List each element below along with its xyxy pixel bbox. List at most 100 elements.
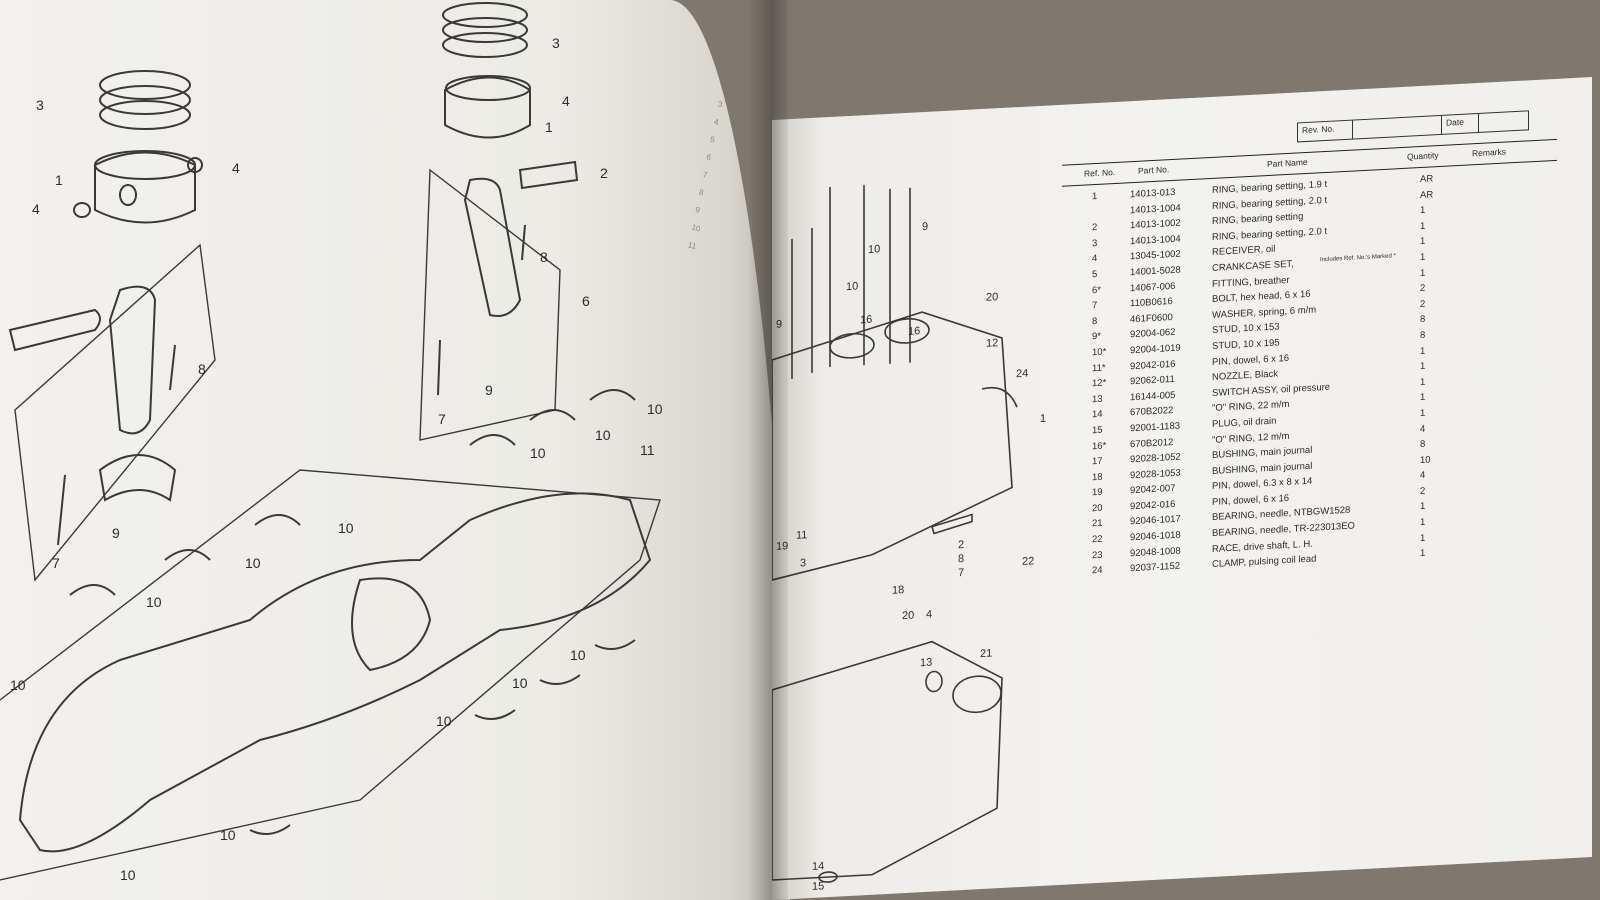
callout-label: 21 (980, 647, 992, 660)
row-part-name: PLUG, oil drain (1212, 415, 1277, 430)
row-quantity: 8 (1420, 329, 1426, 341)
row-part-no: 14013-013 (1130, 186, 1176, 201)
row-quantity: 2 (1420, 282, 1426, 295)
piston (94, 151, 196, 224)
callout-label: 20 (986, 291, 998, 304)
o-ring (818, 871, 838, 883)
callout-label: 10 (436, 713, 452, 729)
crankcase-diagram: 10 9 10 9 20 16 16 12 24 1 19 11 3 2 8 7… (772, 185, 1046, 893)
row-ref-no: 1 (1092, 190, 1098, 203)
piston-ring (442, 17, 528, 43)
crank-gear (351, 577, 432, 672)
callout-label: 9 (112, 525, 120, 541)
callout-label: 11 (796, 529, 807, 542)
piston-ring (99, 100, 191, 130)
callout-label: 6 (582, 293, 590, 309)
rod-bolt (169, 344, 176, 391)
callout-label: 8 (198, 361, 206, 377)
row-ref-no: 18 (1092, 471, 1103, 483)
row-part-no: 670B2012 (1130, 436, 1174, 450)
date-field (1479, 111, 1528, 132)
callout-label: 10 (146, 594, 162, 610)
piston-ring (442, 2, 528, 28)
row-part-no: 92046-1018 (1130, 529, 1181, 544)
row-quantity: 1 (1420, 516, 1426, 529)
row-quantity: 1 (1420, 376, 1426, 388)
callout-label: 10 (338, 520, 354, 536)
book-gutter-shadow (748, 0, 788, 900)
row-ref-no: 7 (1092, 300, 1098, 312)
callout-label: 24 (1016, 368, 1028, 381)
callout-label: 16 (908, 325, 920, 338)
row-part-no: 14067-006 (1130, 280, 1176, 294)
conrod-frame (419, 168, 561, 441)
row-quantity: 1 (1420, 251, 1426, 264)
callout-label: 9 (485, 382, 493, 398)
callout-label: 4 (32, 201, 40, 217)
callout-label: 22 (1022, 555, 1034, 568)
header-remarks: Remarks (1472, 146, 1507, 159)
row-part-no: 92001-1183 (1130, 420, 1181, 435)
bearing-shell (254, 514, 301, 526)
callout-label: 8 (540, 249, 548, 265)
callout-label: 1 (545, 119, 553, 135)
row-ref-no: 9* (1092, 331, 1101, 343)
callout-label: 20 (902, 610, 914, 623)
callout-label: 18 (892, 584, 904, 597)
callout-label: 9 (922, 221, 928, 233)
needle-bearing (952, 675, 1002, 714)
callout-label: 12 (986, 337, 998, 350)
row-part-no: 92042-016 (1130, 358, 1176, 372)
row-ref-no: 14 (1092, 408, 1103, 421)
row-quantity: 8 (1420, 314, 1426, 326)
row-quantity: 1 (1420, 204, 1426, 217)
row-part-name: STUD, 10 x 195 (1212, 337, 1280, 352)
callout-label: 10 (868, 243, 880, 256)
cylinder-bore (829, 332, 875, 359)
bearing-shell (594, 639, 636, 650)
row-part-no: 16144-005 (1130, 389, 1176, 403)
row-quantity: 1 (1420, 392, 1426, 404)
bearing-shell (164, 549, 211, 561)
row-quantity: 4 (1420, 470, 1426, 482)
diagram-callouts: 10 9 10 9 20 16 16 12 24 1 19 11 3 2 8 7… (776, 221, 1046, 893)
row-ref-no: 16* (1092, 439, 1107, 452)
row-ref-no: 3 (1092, 237, 1098, 250)
row-quantity: 8 (1420, 438, 1426, 451)
row-part-name: STUD, 10 x 153 (1212, 321, 1280, 337)
callout-label: 1 (55, 172, 63, 188)
circlip (73, 202, 91, 218)
rev-no-field (1353, 115, 1442, 139)
left-page: 3 1 4 4 3 4 1 2 8 6 8 9 7 9 7 10 10 10 1… (0, 0, 790, 900)
bearing-shell (249, 824, 291, 835)
diagram-callouts: 3 1 4 4 3 4 1 2 8 6 8 9 7 9 7 10 10 10 1… (10, 35, 663, 883)
row-part-no: 92062-011 (1130, 374, 1175, 388)
rod-bolt (437, 339, 441, 396)
oil-pressure-switch (925, 670, 943, 693)
row-part-no: 14001-5028 (1130, 264, 1181, 279)
callout-label: 7 (958, 567, 964, 579)
callout-label: 8 (958, 553, 964, 565)
row-quantity: 1 (1420, 267, 1426, 279)
callout-label: 19 (776, 540, 788, 553)
row-ref-no: 12* (1092, 377, 1107, 390)
row-part-name: NOZZLE, Black (1212, 368, 1278, 384)
pulsing-coil-clamp (931, 513, 973, 535)
callout-label: 7 (438, 411, 446, 427)
lower-crankcase (772, 640, 1003, 881)
row-quantity: 1 (1420, 532, 1426, 544)
bearing-shell (69, 584, 116, 596)
row-quantity: 10 (1420, 454, 1431, 466)
row-quantity: 2 (1420, 298, 1426, 310)
bearing-shell (589, 389, 636, 401)
row-part-name: RING, bearing setting, 1.9 t (1212, 178, 1328, 196)
callout-label: 3 (552, 35, 560, 51)
row-part-no: 92048-1008 (1130, 545, 1181, 559)
row-part-no: 92042-016 (1130, 498, 1176, 513)
row-part-no: 110B0616 (1130, 296, 1173, 310)
row-part-no: 14013-1002 (1130, 217, 1181, 232)
piston-pin (8, 308, 101, 352)
callout-label: 9 (776, 318, 782, 330)
row-ref-no: 22 (1092, 533, 1103, 546)
